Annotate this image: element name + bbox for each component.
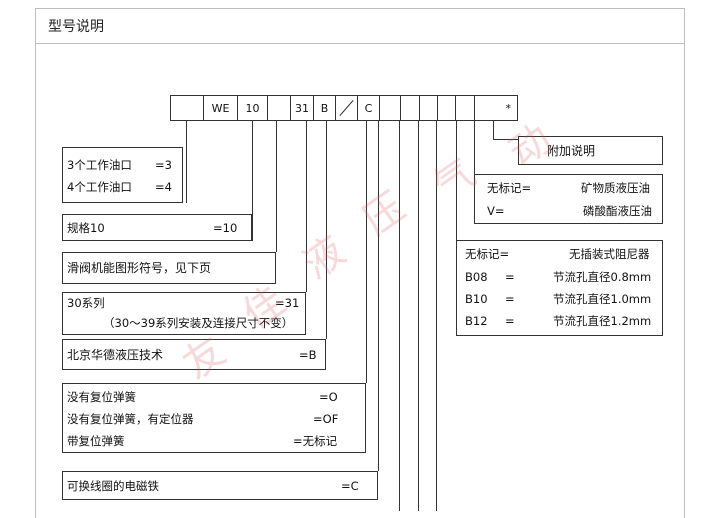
connector-line	[456, 121, 457, 240]
oil-value: 矿物质液压油	[581, 181, 650, 195]
coil-value: =C	[341, 479, 359, 493]
orifice-label: 无标记=	[465, 247, 510, 261]
connector-line	[306, 121, 307, 292]
connector-line	[493, 139, 518, 140]
spring-value: =无标记	[293, 434, 338, 448]
coil-label: 可换线圈的电磁铁	[67, 479, 159, 493]
spring-value: =OF	[313, 412, 339, 426]
code-cell-slash	[335, 95, 357, 121]
symbol-label: 滑阀机能图形符号，见下页	[67, 261, 212, 275]
orifice-value: 无插装式阻尼器	[569, 247, 650, 261]
connector-line	[418, 121, 419, 511]
oil-label: 无标记=	[487, 181, 532, 195]
orifice-eq: =	[505, 292, 515, 306]
spring-label: 带复位弹簧	[67, 434, 125, 448]
orifice-eq: =	[505, 270, 515, 284]
connector-line	[252, 121, 253, 241]
ports-value: =3	[155, 158, 172, 172]
connector-line	[366, 121, 367, 383]
oil-value: 磷酸酯液压油	[583, 204, 652, 218]
series-note: （30～39系列安装及连接尺寸不变）	[103, 316, 294, 330]
content-frame	[35, 8, 685, 518]
spring-box: 没有复位弹簧 =O 没有复位弹簧，有定位器 =OF 带复位弹簧 =无标记	[62, 383, 366, 453]
size-label: 规格10	[67, 221, 105, 235]
connector-line	[436, 121, 437, 511]
extra-box: 附加说明	[518, 136, 663, 165]
code-cell: C	[357, 95, 379, 121]
maker-label: 北京华德液压技术	[67, 348, 164, 362]
extra-label: 附加说明	[547, 144, 596, 158]
maker-box: 北京华德液压技术 =B	[62, 339, 326, 370]
connector-line	[493, 121, 494, 140]
orifice-label: B08	[465, 270, 488, 284]
code-cell	[170, 95, 203, 121]
connector-line	[399, 121, 400, 511]
code-cell	[437, 95, 455, 121]
orifice-label: B12	[465, 314, 488, 328]
code-cell	[267, 95, 290, 121]
connector-line	[186, 121, 187, 203]
connector-line	[378, 121, 379, 471]
orifice-label: B10	[465, 292, 488, 306]
ports-label: 4个工作油口	[67, 180, 132, 194]
code-cell: 10	[237, 95, 267, 121]
connector-line	[276, 121, 277, 252]
orifice-box: 无标记= 无插装式阻尼器 B08 = 节流孔直径0.8mm B10 = 节流孔直…	[456, 240, 663, 336]
orifice-value: 节流孔直径1.0mm	[553, 292, 652, 306]
code-cell: B	[313, 95, 335, 121]
code-cell-extra: *	[474, 95, 518, 121]
code-cell	[455, 95, 474, 121]
connector-line	[326, 121, 327, 339]
coil-box: 可换线圈的电磁铁 =C	[62, 471, 378, 500]
size-box: 规格10 =10	[62, 214, 252, 241]
ports-value: =4	[155, 180, 172, 194]
symbol-box: 滑阀机能图形符号，见下页	[62, 252, 276, 284]
orifice-value: 节流孔直径1.2mm	[553, 314, 652, 328]
spring-value: =O	[319, 390, 338, 404]
orifice-eq: =	[505, 314, 515, 328]
code-cell	[400, 95, 419, 121]
spring-label: 没有复位弹簧	[67, 390, 136, 404]
size-value: =10	[213, 221, 238, 235]
connector-line	[474, 121, 475, 174]
ports-box: 3个工作油口 =3 4个工作油口 =4	[62, 147, 183, 203]
maker-value: =B	[299, 348, 317, 362]
oil-box: 无标记= 矿物质液压油 V= 磷酸酯液压油	[474, 174, 663, 224]
code-cell	[419, 95, 437, 121]
spring-label: 没有复位弹簧，有定位器	[67, 412, 194, 426]
series-value: =31	[275, 296, 300, 310]
oil-label: V=	[487, 204, 505, 218]
series-box: 30系列 =31 （30～39系列安装及连接尺寸不变）	[62, 292, 306, 335]
code-cell: WE	[203, 95, 237, 121]
ports-label: 3个工作油口	[67, 158, 132, 172]
series-label: 30系列	[67, 296, 105, 310]
header-divider	[35, 43, 685, 44]
code-cell: 31	[290, 95, 313, 121]
slash-icon	[339, 100, 354, 116]
code-cell	[379, 95, 400, 121]
page-title: 型号说明	[48, 19, 104, 35]
orifice-value: 节流孔直径0.8mm	[553, 270, 652, 284]
